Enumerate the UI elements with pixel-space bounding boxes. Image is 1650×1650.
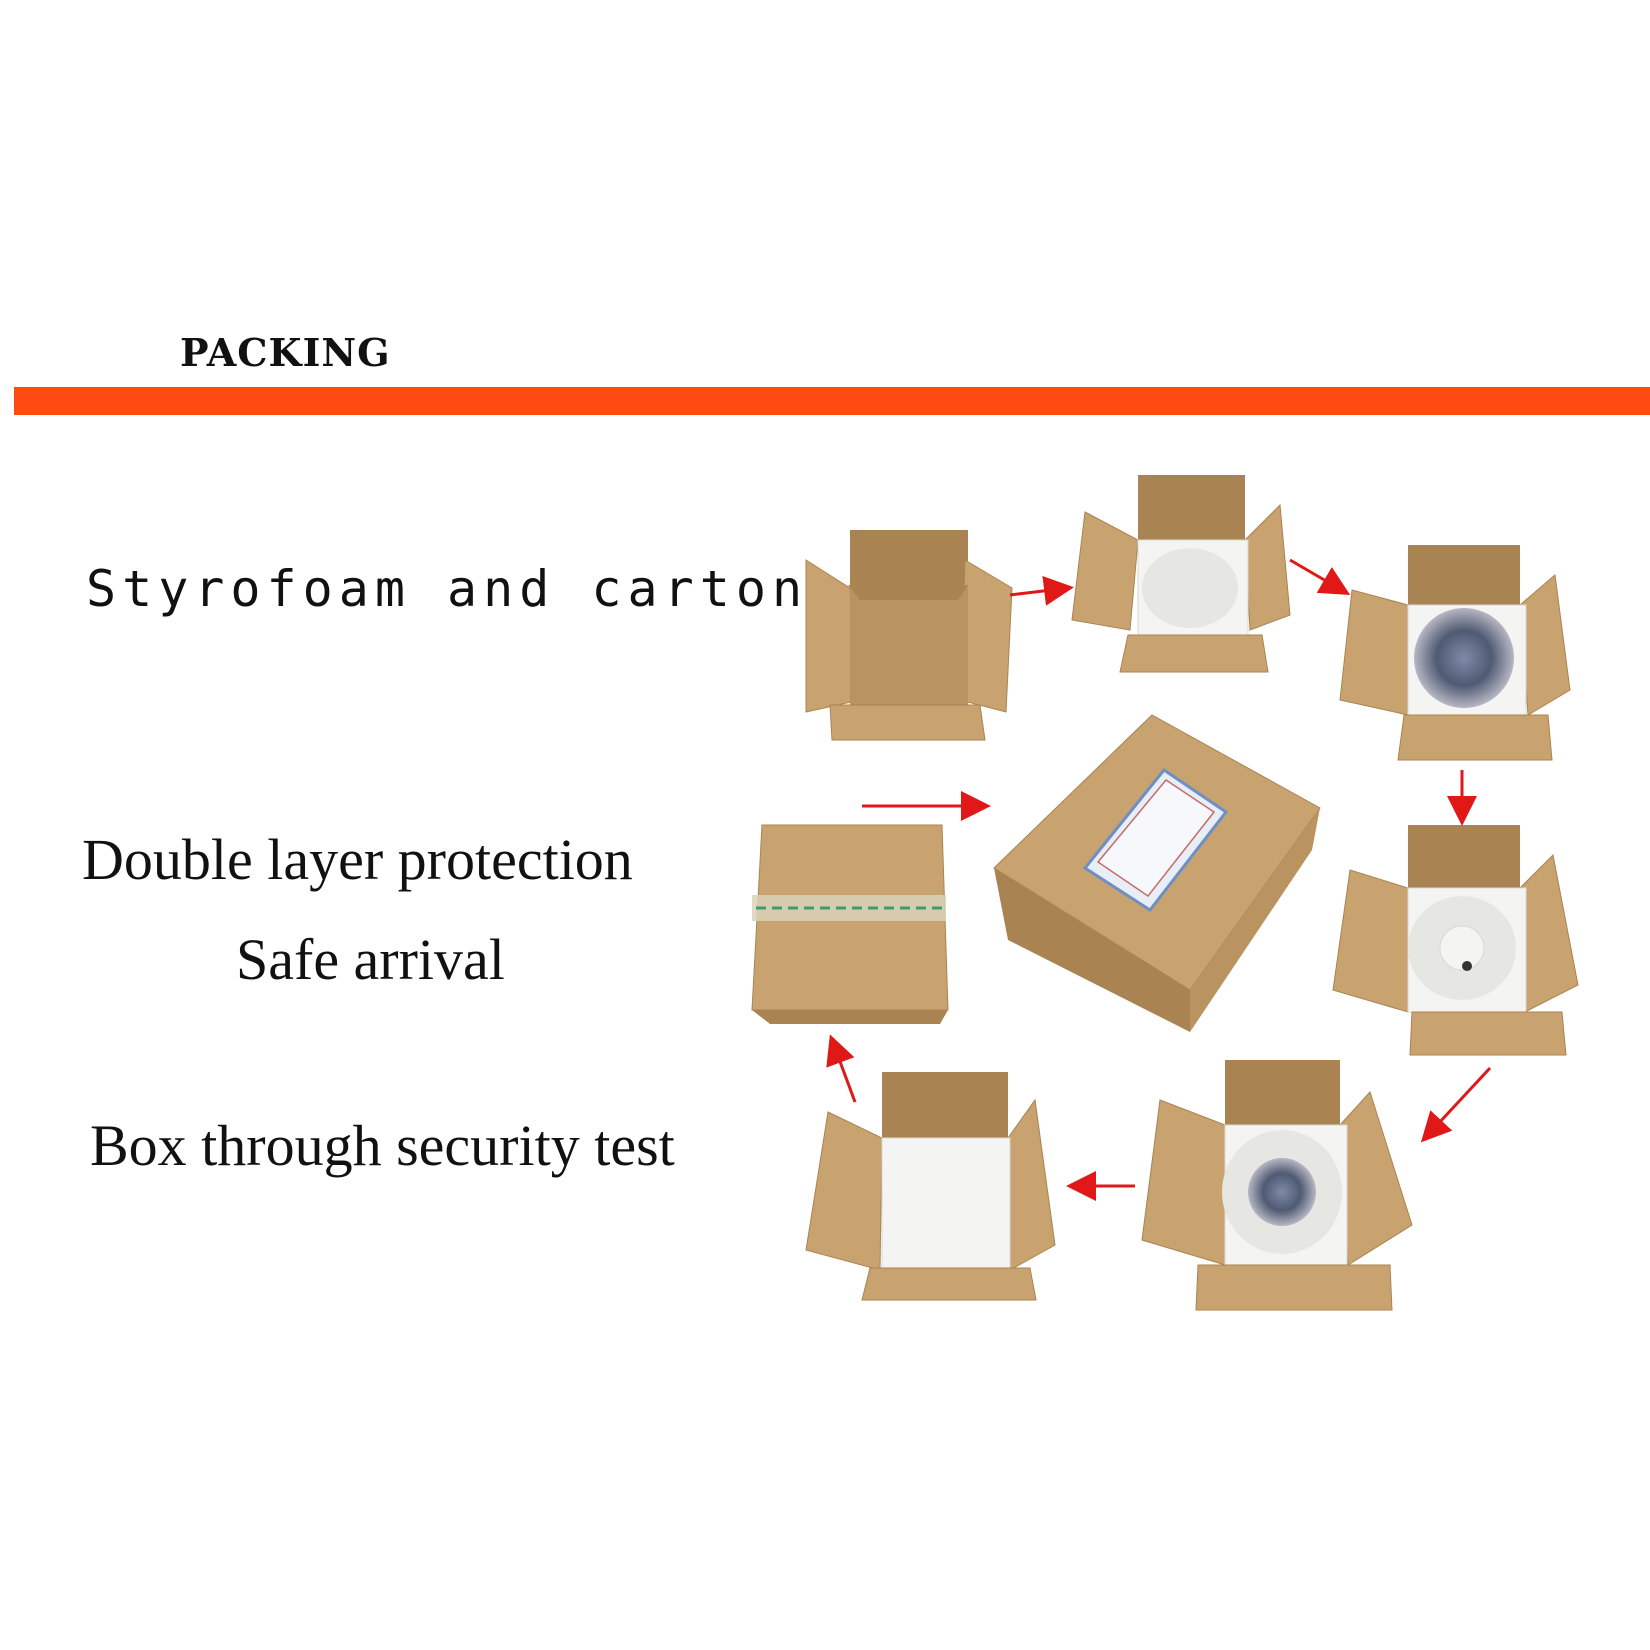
step-foam-covered-box (805, 1072, 1056, 1301)
caption-styrofoam: Styrofoam and cartons (86, 560, 845, 618)
step-empty-open-box (805, 530, 1013, 741)
step-foam-insert-box (1332, 825, 1579, 1056)
caption-safe-arrival: Safe arrival (236, 927, 505, 992)
flow-arrows (826, 558, 1492, 1201)
accent-divider (14, 387, 1650, 415)
section-title: PACKING (180, 330, 391, 375)
step-product-in-insert-box (1141, 1060, 1413, 1311)
step-closed-taped-box (751, 824, 949, 1024)
caption-security-test: Box through security test (90, 1113, 675, 1178)
caption-double-layer: Double layer protection (82, 827, 633, 892)
step-product-in-foam-box (1339, 545, 1571, 761)
step-foam-lined-box (1071, 475, 1291, 673)
step-labeled-outer-carton (993, 714, 1321, 1032)
